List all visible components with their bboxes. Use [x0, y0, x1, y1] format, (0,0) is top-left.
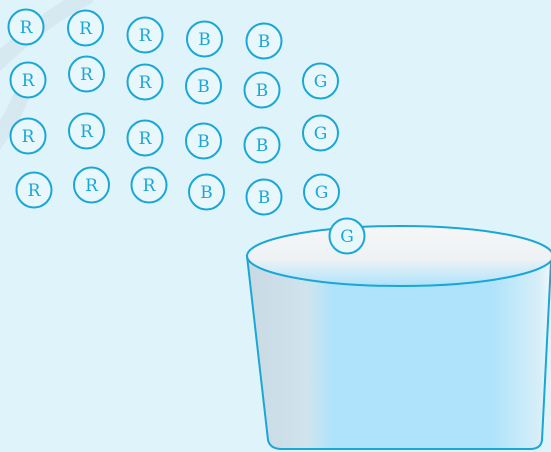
ball-label: B: [256, 81, 269, 101]
bucket-icon: [247, 226, 551, 449]
ball-label: B: [258, 32, 271, 52]
ball-label: R: [80, 122, 94, 142]
ball-r-r2c2: R: [69, 57, 104, 92]
ball-in-bucket: G: [330, 219, 365, 254]
ball-label: B: [197, 132, 210, 152]
ball-label: R: [22, 127, 36, 147]
ball-r-r4c1: R: [17, 173, 52, 208]
ball-r-r2c3: R: [128, 65, 163, 100]
ball-label: R: [139, 73, 153, 93]
ball-g-r2c6: G: [303, 64, 338, 99]
ball-label: B: [256, 136, 269, 156]
ball-g-r4c6: G: [304, 175, 339, 210]
ball-label: G: [314, 72, 328, 92]
ball-label: R: [80, 65, 94, 85]
ball-r-r1c3: R: [128, 18, 163, 53]
ball-label: R: [85, 176, 99, 196]
ball-r-r1c2: R: [68, 11, 103, 46]
bucket-rim: [247, 226, 551, 286]
balls-group: R R R B B R R R B B G R R R B B G R R R B B G G: [9, 10, 365, 254]
ball-label: R: [20, 18, 34, 38]
ball-label: B: [258, 188, 271, 208]
ball-r-r3c3: R: [128, 121, 163, 156]
ball-label: R: [139, 129, 153, 149]
ball-label: B: [198, 30, 211, 50]
ball-r-r3c2: R: [69, 114, 104, 149]
ball-label: G: [314, 124, 328, 144]
ball-label: R: [79, 19, 93, 39]
ball-label: G: [340, 227, 354, 247]
ball-b-r1c4: B: [187, 22, 222, 57]
ball-label: R: [143, 176, 157, 196]
ball-b-r2c4: B: [186, 69, 221, 104]
ball-r-r4c2: R: [74, 168, 109, 203]
ball-label: R: [22, 71, 36, 91]
ball-b-r4c5: B: [247, 180, 282, 215]
ball-b-r4c4: B: [189, 175, 224, 210]
ball-label: B: [197, 77, 210, 97]
ball-label: R: [28, 181, 42, 201]
ball-r-r1c1: R: [9, 10, 44, 45]
ball-label: R: [139, 26, 153, 46]
ball-label: B: [200, 183, 213, 203]
ball-r-r4c3: R: [132, 168, 167, 203]
ball-g-r3c6: G: [303, 116, 338, 151]
ball-b-r3c5: B: [245, 128, 280, 163]
ball-b-r3c4: B: [186, 124, 221, 159]
ball-b-r1c5: B: [247, 24, 282, 59]
ball-r-r3c1: R: [11, 119, 46, 154]
ball-b-r2c5: B: [245, 73, 280, 108]
ball-r-r2c1: R: [11, 63, 46, 98]
ball-label: G: [315, 183, 329, 203]
